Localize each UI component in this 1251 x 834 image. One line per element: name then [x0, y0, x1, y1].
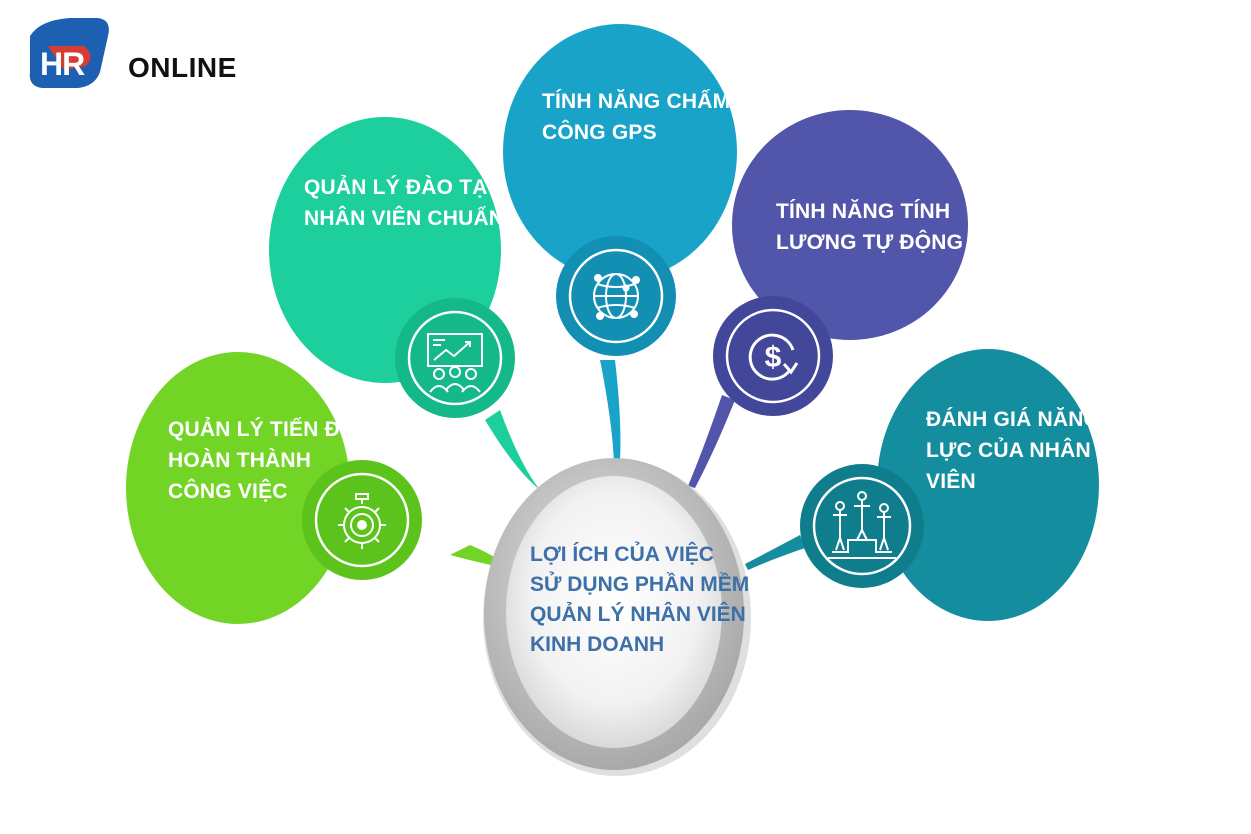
dollar-cycle-icon: $: [748, 333, 799, 381]
svg-text:$: $: [765, 341, 782, 374]
bubble-salary: $: [688, 110, 968, 488]
podium-people-icon: [828, 491, 896, 559]
bubble-gps-body: [503, 24, 737, 280]
bubble-training-label: QUẢN LÝ ĐÀO TẠO NHÂN VIÊN CHUẨN: [304, 176, 505, 230]
bubble-gps-tail: [600, 360, 621, 462]
bubble-salary-body: [732, 110, 968, 340]
bubble-training: [269, 117, 540, 490]
logo-mark-text: HR: [40, 46, 85, 82]
bubble-training-tail: [485, 410, 540, 490]
hronline-logo: HR ONLINE: [28, 16, 238, 94]
center-hub-label: LỢI ÍCH CỦA VIỆC SỬ DỤNG PHẦN MỀM QUẢN L…: [530, 543, 750, 656]
bubble-gps-label: TÍNH NĂNG CHẤM CÔNG GPS: [542, 90, 731, 144]
bubble-salary-icon-disc: [713, 296, 833, 416]
globe-network-icon: [593, 273, 640, 320]
center-hub-face: [506, 476, 722, 748]
bubble-training-icon-disc: [395, 298, 515, 418]
bubble-salary-tail: [688, 395, 735, 488]
presentation-chart-icon: [427, 333, 483, 393]
bubble-progress-tail: [450, 545, 505, 568]
logo-word: ONLINE: [128, 52, 237, 83]
bubble-progress-body: [126, 352, 350, 624]
bubble-progress-label: QUẢN LÝ TIẾN ĐỘ HOÀN THÀNH CÔNG VIỆC: [168, 418, 357, 503]
bubble-progress: [126, 352, 505, 624]
stopwatch-gear-icon: [338, 493, 386, 549]
bubble-evaluation: [745, 349, 1099, 621]
logo-mark: [29, 18, 109, 88]
bubble-evaluation-label: ĐÁNH GIÁ NĂNG LỰC CỦA NHÂN VIÊN: [926, 408, 1101, 493]
center-hub: [483, 458, 751, 776]
bubble-gps: [503, 24, 737, 462]
bubble-salary-label: TÍNH NĂNG TÍNH LƯƠNG TỰ ĐỘNG: [776, 200, 964, 254]
bubble-evaluation-body: [877, 349, 1099, 621]
bubble-evaluation-tail: [745, 535, 805, 570]
